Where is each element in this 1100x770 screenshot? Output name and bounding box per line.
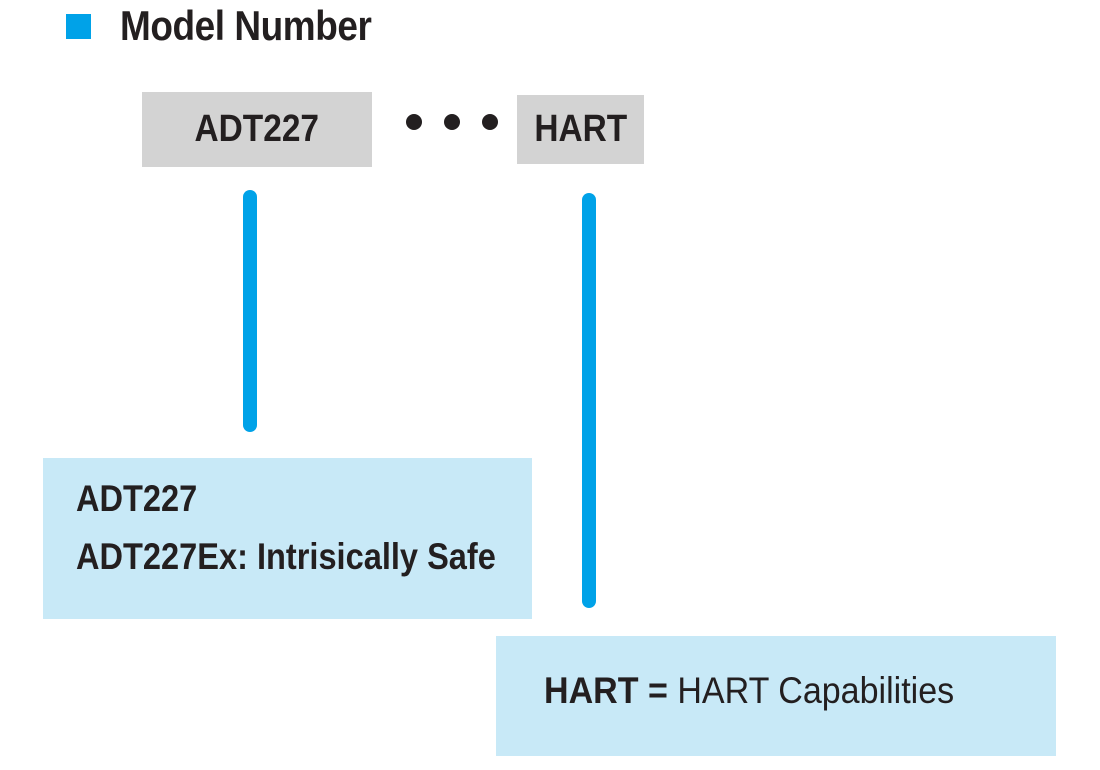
dot-icon [444, 114, 460, 130]
connector-line-hart [582, 193, 596, 608]
model-code-segment-label: ADT227 [194, 108, 320, 150]
dot-icon [406, 114, 422, 130]
hart-description-box: HART = HART Capabilities [496, 636, 1056, 756]
hart-definition: HART = HART Capabilities [544, 670, 954, 712]
model-description-box: ADT227 ADT227Ex: Intrisically Safe [43, 458, 532, 619]
equals-sign: = [648, 670, 668, 711]
model-description-line: ADT227Ex: Intrisically Safe [76, 536, 496, 577]
model-code-segment-adt227: ADT227 [142, 92, 372, 167]
title-bullet-icon [66, 14, 91, 39]
ellipsis-icon [406, 114, 498, 130]
model-code-segment-hart: HART [517, 95, 644, 164]
dot-icon [482, 114, 498, 130]
model-code-segment-label: HART [534, 108, 627, 150]
hart-term: HART [544, 670, 639, 711]
connector-line-model [243, 190, 257, 432]
page-title: Model Number [120, 2, 372, 49]
model-description-line: ADT227 [76, 478, 198, 519]
hart-meaning: HART Capabilities [677, 670, 955, 711]
